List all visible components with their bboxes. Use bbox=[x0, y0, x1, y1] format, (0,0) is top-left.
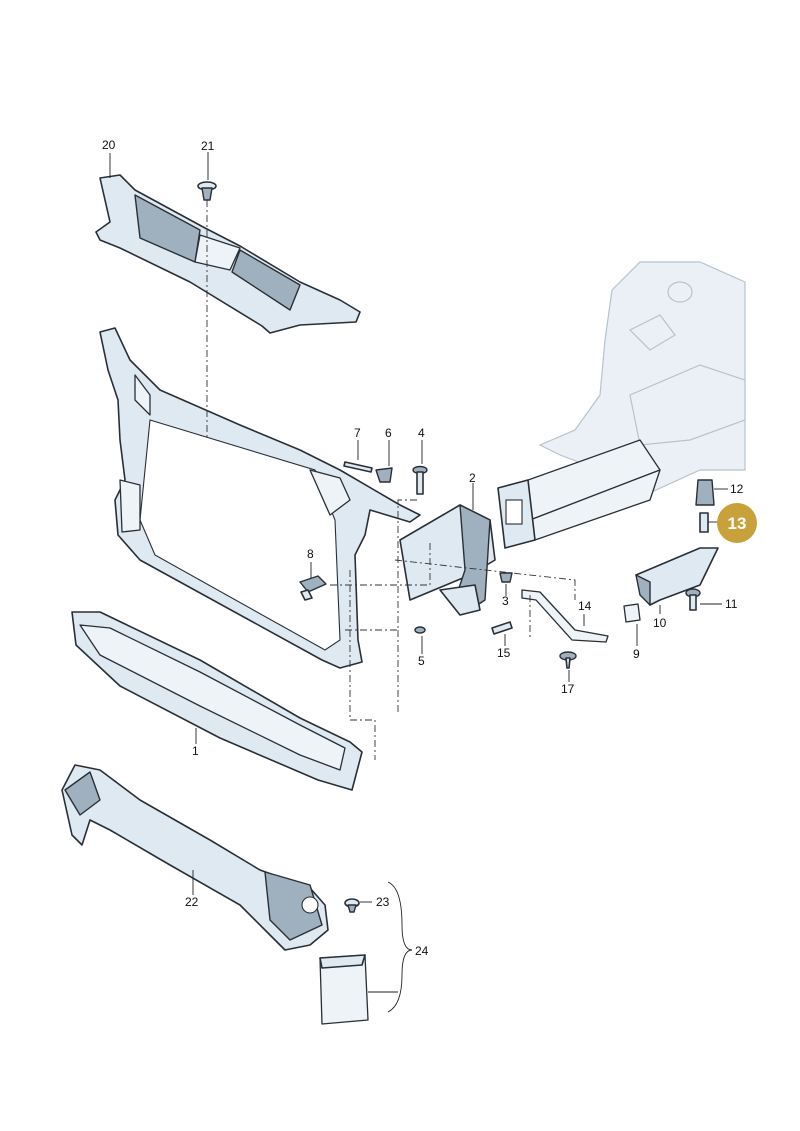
longitudinal-member bbox=[497, 439, 661, 549]
callout-12: 12 bbox=[730, 482, 744, 496]
highlight-label: 13 bbox=[728, 514, 747, 533]
callout-8: 8 bbox=[307, 547, 314, 561]
impact-absorber-part-22 bbox=[61, 764, 329, 951]
vehicle-body-ghost bbox=[538, 261, 746, 496]
callout-11: 11 bbox=[725, 597, 738, 611]
callout-6: 6 bbox=[385, 426, 392, 440]
callout-15: 15 bbox=[497, 646, 511, 660]
clip-part-21 bbox=[197, 181, 217, 201]
nut-part-12 bbox=[695, 479, 715, 506]
callout-2: 2 bbox=[469, 471, 476, 485]
callout-14: 14 bbox=[578, 599, 592, 613]
fastener-part-7 bbox=[343, 461, 373, 473]
callout-7: 7 bbox=[354, 426, 361, 440]
bolt-part-11 bbox=[685, 588, 701, 611]
bracket-part-14 bbox=[521, 589, 609, 643]
callout-20: 20 bbox=[102, 138, 116, 152]
bracket-part-10 bbox=[635, 547, 719, 606]
crash-box-part-2 bbox=[399, 504, 496, 616]
callout-9: 9 bbox=[633, 647, 640, 661]
callout-21: 21 bbox=[201, 139, 215, 153]
screw-part-17 bbox=[559, 651, 577, 669]
screw-part-15 bbox=[491, 621, 513, 635]
callout-labels: 20 21 7 6 4 2 8 3 5 14 15 17 9 10 11 12 … bbox=[102, 138, 744, 958]
fastener-part-4 bbox=[412, 465, 428, 495]
clip-nut-part-9 bbox=[623, 603, 641, 623]
bolt-part-8 bbox=[299, 575, 327, 601]
callout-4: 4 bbox=[418, 426, 425, 440]
fastener-part-5 bbox=[414, 626, 426, 634]
fastener-part-6 bbox=[375, 467, 393, 483]
assembly-lines bbox=[206, 200, 576, 760]
bumper-beam-part-1 bbox=[71, 611, 363, 791]
callout-23: 23 bbox=[376, 895, 390, 909]
callout-10: 10 bbox=[653, 616, 667, 630]
bag-part-24 bbox=[319, 954, 369, 1025]
callout-3: 3 bbox=[502, 594, 509, 608]
highlighted-callout-13[interactable]: 13 bbox=[717, 503, 757, 543]
clip-part-23 bbox=[344, 898, 360, 913]
upper-cover-part-20 bbox=[95, 174, 361, 334]
callout-22: 22 bbox=[185, 895, 199, 909]
screw-part-3 bbox=[499, 572, 513, 583]
bolt-part-13 bbox=[699, 512, 709, 533]
highlight-badge bbox=[717, 503, 757, 543]
lock-carrier-frame bbox=[99, 327, 421, 669]
leader-lines bbox=[109, 152, 728, 1013]
callout-24: 24 bbox=[415, 944, 429, 958]
callout-5: 5 bbox=[418, 654, 425, 668]
callout-17: 17 bbox=[561, 682, 575, 696]
callout-1: 1 bbox=[192, 744, 199, 758]
